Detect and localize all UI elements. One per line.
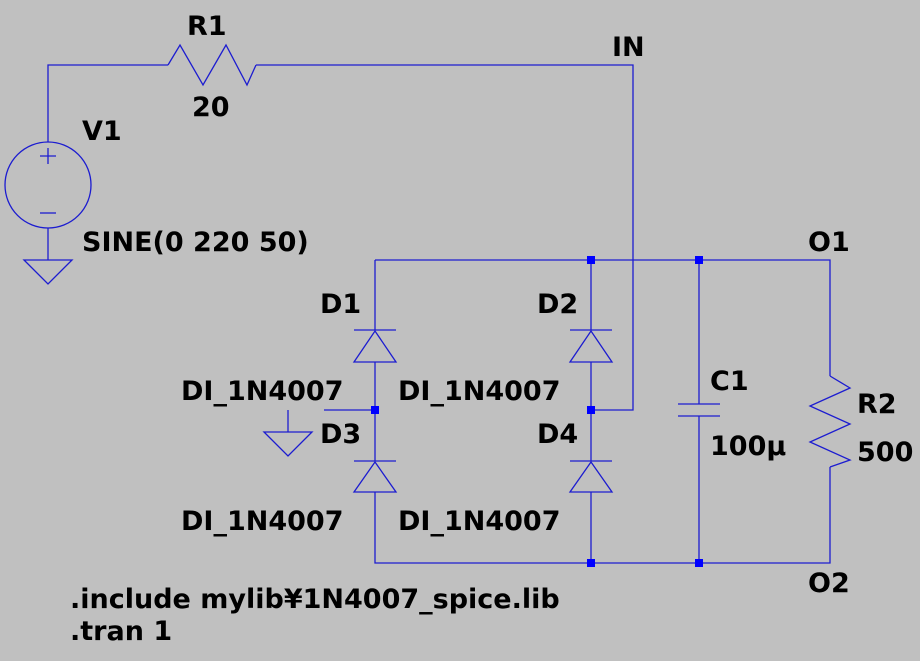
r1-value-label: 20 [192,92,230,123]
d4-model-label: DI_1N4007 [398,506,561,537]
net-label-o2: O2 [808,568,850,599]
r1-name-label: R1 [187,11,227,42]
ground-symbol-bridge [262,431,314,457]
junction-dot [587,406,595,414]
junction-dot [695,256,703,264]
diode-d1[interactable] [352,329,398,363]
d3-model-label: DI_1N4007 [181,506,344,537]
spice-directive-tran[interactable]: .tran 1 [70,616,172,647]
diode-d4[interactable] [568,460,614,493]
junction-dot [587,256,595,264]
wires [47,64,831,564]
r2-value-label: 500 [857,437,913,468]
spice-directive-include[interactable]: .include mylib¥1N4007_spice.lib [70,584,560,615]
d1-name-label: D1 [320,289,361,320]
r2-name-label: R2 [857,389,897,420]
capacitor-c1[interactable] [678,403,720,417]
junction-dot [695,559,703,567]
d1-model-label: DI_1N4007 [181,376,344,407]
resistor-r2[interactable] [808,375,852,468]
junction-dot [371,406,379,414]
v1-name-label: V1 [82,116,122,147]
resistor-r1[interactable] [167,43,257,87]
junction-dot [587,559,595,567]
c1-name-label: C1 [710,366,749,397]
diode-d2[interactable] [568,329,614,363]
ground-symbol-v1 [22,259,74,285]
d2-model-label: DI_1N4007 [398,376,561,407]
d3-name-label: D3 [320,419,361,450]
net-label-in: IN [612,32,645,63]
diode-d3[interactable] [352,460,398,493]
voltage-source-v1[interactable] [4,141,92,229]
junction-dots [371,256,703,567]
v1-value-label: SINE(0 220 50) [82,227,309,258]
net-label-o1: O1 [808,227,850,258]
c1-value-label: 100µ [710,431,786,462]
d2-name-label: D2 [537,289,578,320]
d4-name-label: D4 [537,419,578,450]
